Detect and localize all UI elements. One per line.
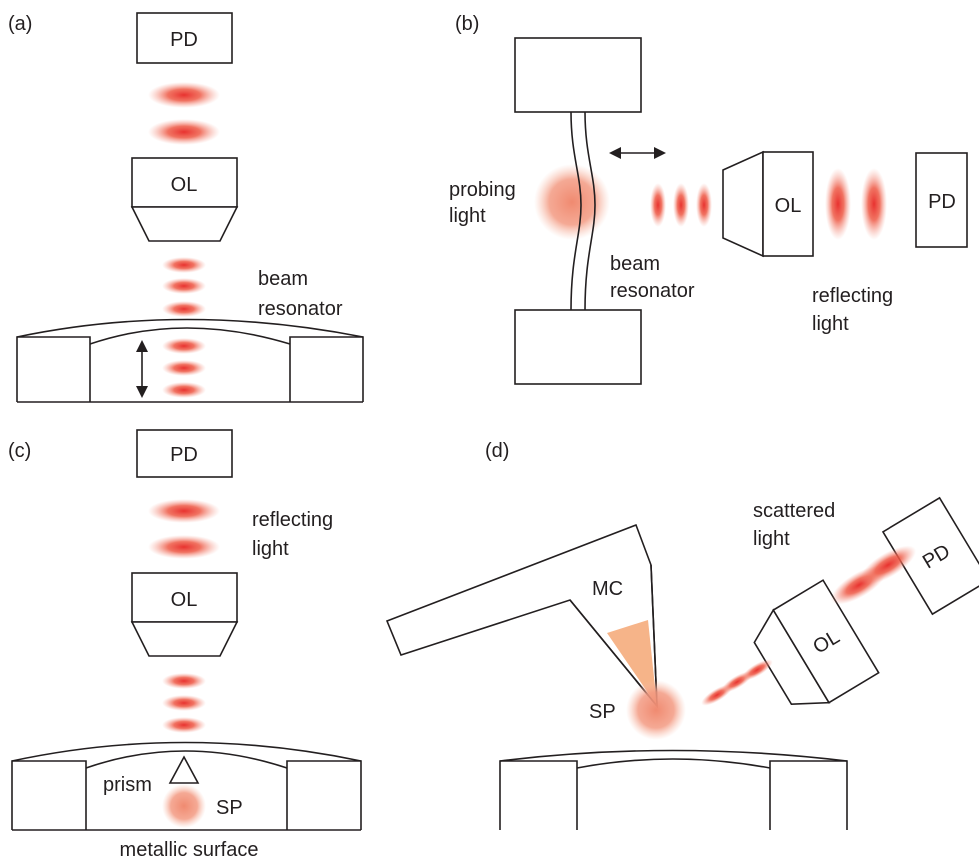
objective-lens-body: [131, 157, 238, 208]
laser-spot: [148, 119, 220, 145]
objective-lens-cone: [130, 206, 239, 242]
photodiode: PD: [881, 496, 979, 616]
beam-label: beam: [610, 253, 660, 275]
objective-lens-body: [131, 572, 238, 623]
laser-spot: [162, 257, 206, 273]
laser-spot: [162, 301, 206, 317]
objective-lens-label: OL: [171, 589, 198, 611]
panel-a: (a) PD OL beam resonator: [8, 12, 364, 403]
objective-lens-body: [772, 579, 880, 704]
beam-bottom-edge: [576, 758, 771, 769]
panel-d: (d) scattered light PD OL MC SP: [385, 440, 979, 830]
photodiode-box: [915, 152, 968, 248]
sp-label: SP: [589, 701, 616, 723]
laser-spot: [162, 278, 206, 294]
laser-spot: [650, 183, 666, 227]
substrate-right: [286, 760, 362, 830]
anchor-bottom: [514, 309, 642, 385]
objective-lens-cone: [130, 621, 239, 657]
photodiode-box: [136, 12, 233, 64]
laser-spot: [162, 382, 206, 398]
laser-spot: [162, 360, 206, 376]
panel-c-tag: (c): [8, 440, 31, 462]
substrate-right: [289, 336, 364, 402]
resonator-label: resonator: [258, 298, 343, 320]
beam-resonator-left-edge: [570, 111, 582, 311]
photodiode-label: PD: [170, 444, 198, 466]
laser-spot: [162, 695, 206, 711]
laser-spot: [162, 673, 206, 689]
substrate-left: [499, 760, 578, 830]
laser-spot: [861, 168, 887, 240]
substrate-left: [16, 336, 91, 402]
objective-lens-label: OL: [171, 174, 198, 196]
laser-spot: [859, 545, 917, 585]
panel-a-tag: (a): [8, 13, 32, 35]
beam-top-edge: [11, 741, 362, 762]
photodiode-box: [881, 496, 979, 616]
panel-c: (c) PD reflecting light OL prism SP meta…: [8, 429, 362, 861]
beam-bottom-edge: [89, 327, 291, 345]
sp-label: SP: [216, 797, 243, 819]
substrate-left: [11, 760, 87, 830]
laser-spot: [148, 82, 220, 108]
objective-lens: OL: [753, 579, 880, 706]
probing-light-spot: [534, 164, 610, 240]
beam-top-edge: [499, 749, 848, 762]
probing-label: probing: [449, 179, 516, 201]
light-label: light: [252, 538, 289, 560]
surface-plasmon-spot: [162, 784, 206, 828]
laser-spot: [741, 659, 773, 681]
resonator-label: resonator: [610, 280, 695, 302]
light-label: light: [449, 205, 486, 227]
scattered-label: scattered: [753, 500, 835, 522]
panel-d-tag: (d): [485, 440, 509, 462]
panel-b-tag: (b): [455, 13, 479, 35]
laser-spot: [673, 183, 689, 227]
metallic-surface-label: metallic surface: [120, 839, 259, 861]
reflecting-label: reflecting: [252, 509, 333, 531]
surface-plasmon-spot: [626, 680, 686, 740]
light-label: light: [753, 528, 790, 550]
prism-label: prism: [103, 774, 152, 796]
beam-resonator-right-edge: [584, 111, 596, 311]
objective-lens-label: OL: [775, 195, 802, 217]
laser-spot: [162, 717, 206, 733]
vibration-arrow-icon: [136, 340, 148, 398]
anchor-top: [514, 37, 642, 113]
light-label: light: [812, 313, 849, 335]
objective-lens-cone: [722, 150, 764, 258]
prism-shape: [168, 755, 200, 784]
laser-spot: [148, 499, 220, 523]
beam-top-edge: [16, 318, 364, 338]
panel-b: (b) probing light beam resonator OL PD r…: [449, 13, 968, 385]
photodiode-box: [136, 429, 233, 478]
photodiode-label: PD: [928, 191, 956, 213]
beam-label: beam: [258, 268, 308, 290]
substrate-right: [769, 760, 848, 830]
objective-lens-body: [762, 151, 814, 257]
reflecting-label: reflecting: [812, 285, 893, 307]
beam-bottom-edge: [85, 750, 288, 769]
vibration-arrow-icon: [609, 147, 666, 159]
photodiode-label: PD: [170, 29, 198, 51]
mc-label: MC: [592, 578, 623, 600]
laser-spot: [825, 168, 851, 240]
microcantilever: [385, 523, 658, 709]
laser-spot: [696, 183, 712, 227]
laser-spot: [148, 535, 220, 559]
laser-spot: [162, 338, 206, 354]
